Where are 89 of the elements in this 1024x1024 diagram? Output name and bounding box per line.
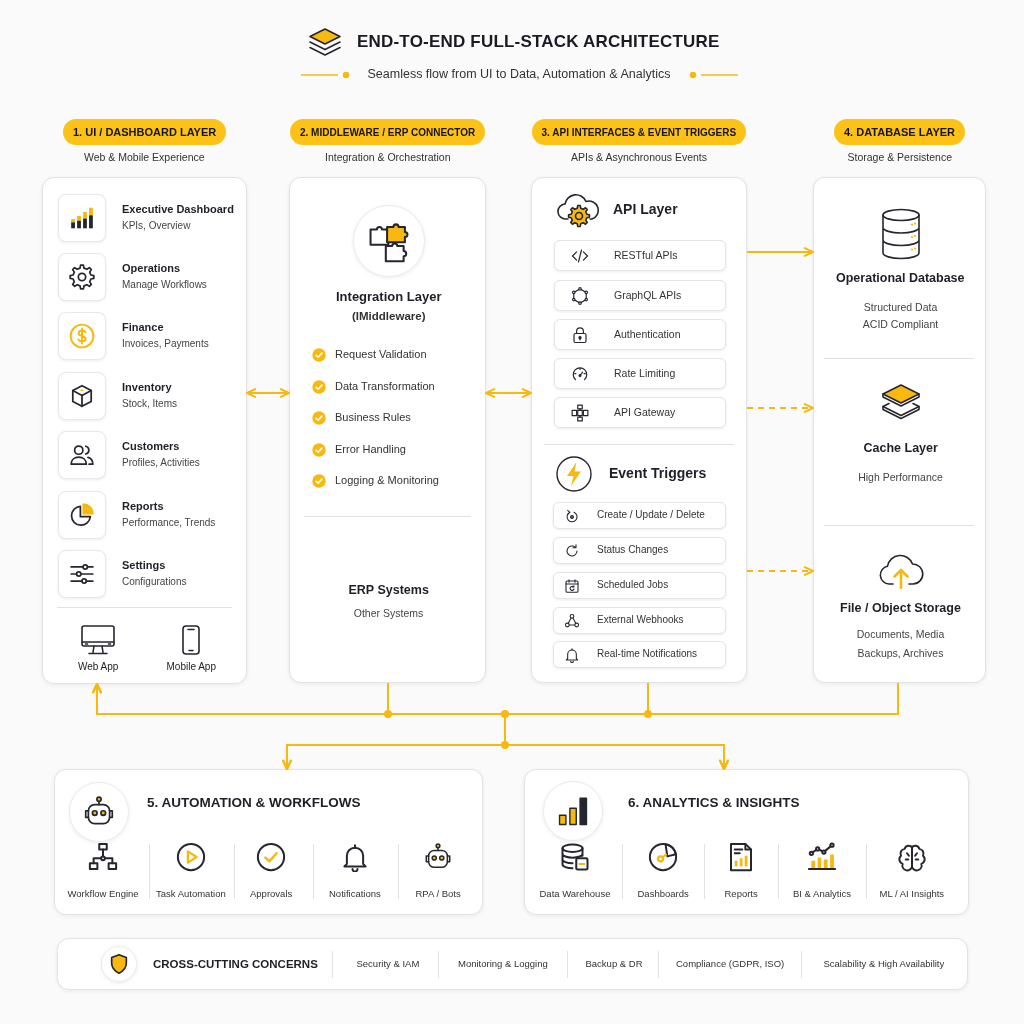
item-title: Executive Dashboard: [122, 203, 234, 217]
concerns-title: CROSS-CUTTING CONCERNS: [153, 957, 318, 972]
feature-card: [553, 502, 726, 529]
layer-subtitle: Storage & Persistence: [847, 151, 952, 165]
item-label: Dashboards: [637, 888, 689, 900]
feature-label: Status Changes: [597, 544, 669, 557]
item-subtitle: Configurations: [122, 576, 187, 589]
concern-label: Compliance (GDPR, ISO): [676, 958, 785, 970]
section-description: High Performance: [857, 470, 944, 485]
concerns-bar: [57, 938, 968, 990]
concern-label: Scalability & High Availability: [823, 958, 945, 970]
feature-card: [553, 641, 726, 668]
item-label: Reports: [724, 888, 758, 900]
app-label: Mobile App: [166, 661, 216, 674]
feature-label: Real-time Notifications: [597, 648, 698, 661]
feature-label: Scheduled Jobs: [597, 579, 669, 592]
checklist-item: Error Handling: [335, 442, 406, 457]
section-description: Structured Data ACID Compliant: [862, 300, 939, 332]
checklist-item: Logging & Monitoring: [335, 474, 439, 488]
layer-badge: 3. API INTERFACES & EVENT TRIGGERS: [531, 119, 747, 145]
item-title: Customers: [122, 440, 180, 454]
item-label: Task Automation: [156, 888, 226, 900]
layer-subtitle: Integration & Orchestration: [325, 151, 451, 165]
item-title: Settings: [122, 559, 166, 573]
checklist-item: Data Transformation: [335, 379, 435, 394]
item-label: Workflow Engine: [67, 888, 139, 900]
section-panel: [54, 769, 483, 915]
layer-subtitle: APIs & Asynchronous Events: [571, 151, 707, 165]
section-title: Cache Layer: [863, 441, 938, 457]
feature-label: API Gateway: [614, 406, 676, 420]
app-label: Web App: [78, 661, 119, 674]
concern-label: Monitoring & Logging: [458, 958, 548, 970]
layer-badge: 4. DATABASE LAYER: [834, 119, 966, 145]
item-title: Reports: [122, 500, 164, 514]
feature-label: External Webhooks: [597, 614, 684, 627]
section-description: Documents, Media Backups, Archives: [856, 627, 945, 661]
item-label: Notifications: [329, 888, 381, 900]
layer-badge: 1. UI / DASHBOARD LAYER: [63, 119, 227, 145]
section-description: Other Systems: [353, 606, 424, 621]
feature-card: [554, 358, 726, 389]
panel-title: 5. AUTOMATION & WORKFLOWS: [147, 795, 361, 812]
item-title: Finance: [122, 321, 164, 335]
connector-arrow: [746, 247, 814, 257]
item-subtitle: Invoices, Payments: [122, 338, 209, 351]
item-subtitle: Profiles, Activities: [122, 457, 200, 470]
item-label: Approvals: [250, 888, 293, 900]
section-title: Operational Database: [836, 271, 965, 287]
page-title: END-TO-END FULL-STACK ARCHITECTURE: [357, 31, 720, 53]
panel-title: 6. ANALYTICS & INSIGHTS: [628, 795, 800, 812]
checklist-item: Request Validation: [335, 348, 427, 362]
feature-label: RESTful APIs: [614, 249, 678, 263]
section-title: ERP Systems: [348, 583, 429, 599]
connector-arrow: [246, 388, 290, 398]
section-subtitle: (IMiddleware): [352, 309, 426, 324]
section-title: Integration Layer: [336, 289, 442, 306]
feature-label: Rate Limiting: [614, 367, 676, 381]
item-label: RPA / Bots: [415, 888, 461, 900]
item-subtitle: Performance, Trends: [122, 517, 216, 530]
feature-label: GraphQL APIs: [614, 289, 682, 303]
layer-subtitle: Web & Mobile Experience: [84, 151, 205, 165]
section-panel: [524, 769, 969, 915]
item-title: Inventory: [122, 381, 172, 395]
concern-label: Security & IAM: [356, 958, 420, 970]
feature-card: [553, 607, 726, 634]
connector-arrow: [746, 403, 814, 413]
feature-card: [554, 240, 726, 271]
concern-label: Backup & DR: [585, 958, 643, 970]
feature-card: [553, 537, 726, 564]
checklist-item: Business Rules: [335, 411, 411, 425]
item-title: Operations: [122, 262, 181, 276]
feature-label: Authentication: [614, 328, 681, 342]
item-label: Data Warehouse: [539, 888, 611, 900]
item-subtitle: Stock, Items: [122, 398, 177, 411]
connector-arrow: [746, 566, 814, 576]
page-subtitle: Seamless flow from UI to Data, Automation & Analytics: [367, 67, 671, 83]
feature-card: [554, 319, 726, 350]
item-label: BI & Analytics: [793, 888, 852, 900]
item-label: ML / AI Insights: [879, 888, 945, 900]
layer-badge: 2. MIDDLEWARE / ERP CONNECTOR: [290, 119, 486, 145]
feature-card: [554, 397, 726, 428]
connector-arrow: [485, 388, 532, 398]
feature-label: Create / Update / Delete: [597, 509, 705, 522]
item-subtitle: Manage Workflows: [122, 279, 207, 292]
section-title: API Layer: [613, 201, 678, 219]
item-subtitle: KPIs, Overview: [122, 220, 191, 233]
section-title: File / Object Storage: [840, 601, 961, 617]
feature-card: [553, 572, 726, 599]
feature-card: [554, 280, 726, 311]
section-title: Event Triggers: [609, 465, 707, 483]
